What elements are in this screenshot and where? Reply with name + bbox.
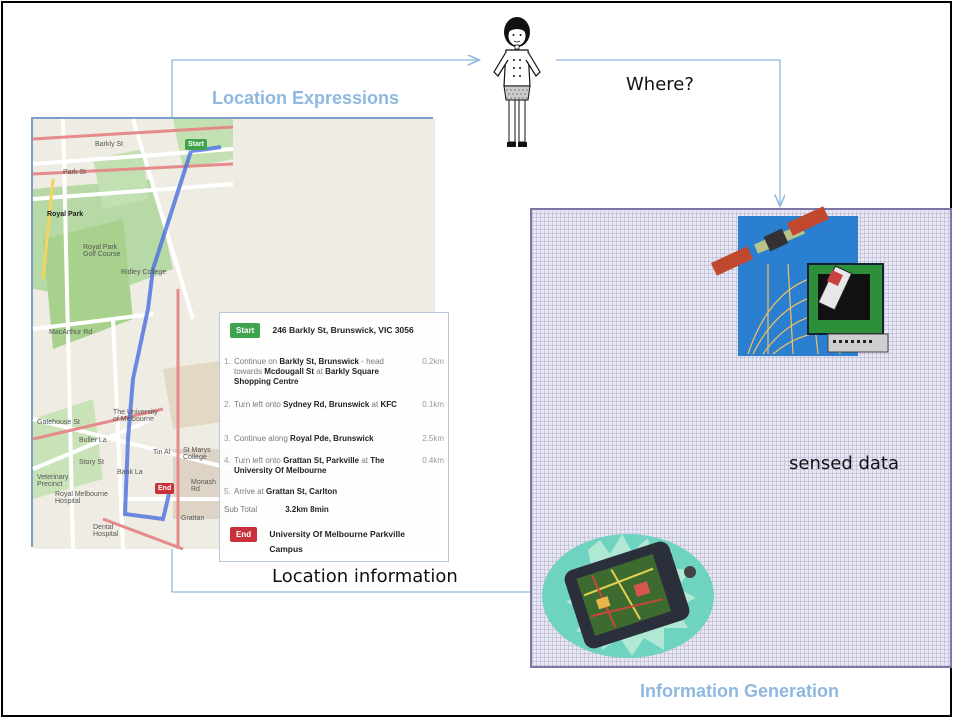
map-label: Royal Melbourne Hospital	[55, 491, 108, 505]
map-label: Bank La	[117, 469, 143, 476]
arrow-map-to-person	[171, 60, 478, 125]
location-expressions-label: Location Expressions	[212, 88, 400, 108]
direction-step: 4. Turn left onto Grattan St, Parkville …	[224, 456, 446, 476]
location-information-label: Location information	[272, 566, 458, 587]
start-address: 246 Barkly St, Brunswick, VIC 3056	[272, 325, 414, 335]
start-badge: Start	[230, 323, 261, 338]
map-label: Royal Park	[47, 211, 84, 218]
step-road: Barkly St, Brunswick	[279, 357, 359, 366]
direction-step: 2. Turn left onto Sydney Rd, Brunswick a…	[224, 400, 446, 410]
step-road: Royal Pde, Brunswick	[290, 434, 374, 443]
step-road: Grattan St, Parkville	[283, 456, 360, 465]
step-number: 2.	[224, 400, 231, 409]
map-label: St Marys College	[183, 447, 211, 461]
step-road: Mcdougall St	[264, 367, 315, 376]
step-road: Grattan St, Carlton	[266, 487, 338, 496]
map-label: Gatehouse St	[37, 419, 80, 426]
sensed-data-label: sensed data	[789, 453, 900, 474]
step-road: Sydney Rd, Brunswick	[283, 400, 370, 409]
step-distance: 0.2km	[422, 357, 444, 366]
end-row: End University Of Melbourne Parkville Ca…	[230, 527, 445, 557]
map-label: Dental Hospital	[93, 524, 119, 538]
step-road: Barkly Square Shopping Centre	[234, 367, 379, 386]
subtotal-label: Sub Total	[224, 505, 258, 514]
end-badge: End	[230, 527, 258, 542]
step-text: - head towards	[234, 357, 384, 376]
map-label: MacArthur Rd	[49, 329, 93, 336]
route-map: Barkly St Park St Royal Park Royal Park …	[31, 117, 449, 562]
where-label: Where?	[626, 74, 694, 95]
direction-step: 1. Continue on Barkly St, Brunswick - he…	[224, 357, 446, 387]
map-label: Royal Park Golf Course	[83, 244, 121, 258]
direction-step: 3. Continue along Royal Pde, Brunswick 2…	[224, 434, 446, 444]
step-number: 5.	[224, 487, 231, 496]
step-distance: 0.4km	[422, 456, 444, 465]
arrow-person-to-satellite	[556, 59, 780, 205]
arrow-device-to-map	[172, 535, 530, 593]
map-end-marker: End	[155, 483, 175, 494]
step-number: 4.	[224, 456, 231, 465]
gps-device-icon	[542, 534, 714, 658]
map-label: Park St	[63, 169, 86, 176]
step-text: at	[369, 400, 381, 409]
map-label: Ridley College	[121, 269, 167, 276]
step-text: at	[314, 367, 326, 376]
step-text: Continue on	[234, 357, 280, 366]
map-label: Veterinary Precinct	[37, 474, 69, 488]
step-distance: 0.1km	[422, 400, 444, 409]
step-road: The University Of Melbourne	[234, 456, 385, 475]
map-label: Story St	[79, 459, 104, 466]
person-icon	[493, 17, 541, 147]
map-label: Grattan	[181, 515, 205, 522]
step-text: at	[359, 456, 371, 465]
map-label: Monash Rd	[191, 479, 216, 493]
route-line	[122, 145, 222, 522]
map-label: Barkly St	[95, 141, 124, 148]
information-generation-label: Information Generation	[640, 681, 840, 701]
step-text: Turn left onto	[234, 456, 284, 465]
step-distance: 2.5km	[422, 434, 444, 443]
map-label: The University of Melbourne	[113, 409, 158, 423]
subtotal-value: 3.2km 8min	[285, 505, 329, 514]
map-label: Tin Al	[153, 449, 171, 456]
step-number: 3.	[224, 434, 231, 443]
satellite-computer-icon	[710, 206, 889, 356]
step-road: KFC	[380, 400, 397, 409]
directions-panel: Start 246 Barkly St, Brunswick, VIC 3056…	[219, 312, 449, 562]
step-text: Continue along	[234, 434, 291, 443]
step-number: 1.	[224, 357, 231, 366]
step-text: Turn left onto	[234, 400, 284, 409]
subtotal-row: Sub Total 3.2km 8min	[224, 505, 446, 515]
end-address: University Of Melbourne Parkville Campus	[269, 529, 405, 554]
start-row: Start 246 Barkly St, Brunswick, VIC 3056	[230, 323, 414, 338]
map-label: Buller La	[79, 437, 107, 444]
direction-step: 5. Arrive at Grattan St, Carlton	[224, 487, 446, 497]
map-start-marker: Start	[185, 139, 207, 150]
step-text: Arrive at	[234, 487, 267, 496]
